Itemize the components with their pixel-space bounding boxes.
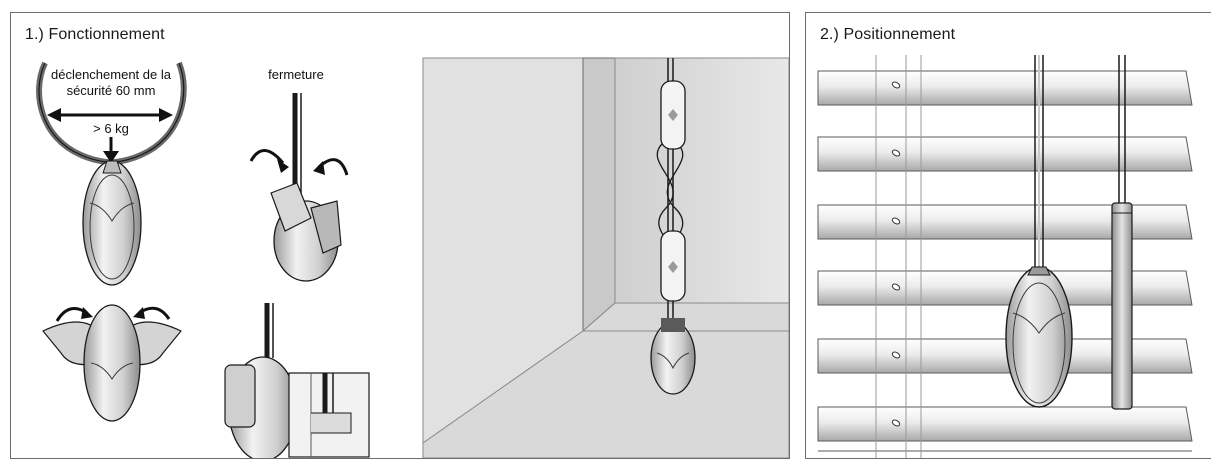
slat xyxy=(818,339,1192,373)
release-label-line1: déclenchement de la xyxy=(51,67,172,82)
tassel-installed-icon xyxy=(651,322,695,394)
tassel-weight-icon xyxy=(83,161,141,285)
release-loop-figure: déclenchement de la sécurité 60 mm > 6 k… xyxy=(39,63,184,285)
closing-label: fermeture xyxy=(268,67,324,82)
opened-wings-figure xyxy=(43,305,181,421)
functioning-illustrations: déclenchement de la sécurité 60 mm > 6 k… xyxy=(11,13,789,458)
slat xyxy=(818,205,1192,239)
blind-slats xyxy=(818,71,1192,451)
slat xyxy=(818,137,1192,171)
arrow-right-icon xyxy=(159,108,173,122)
slat xyxy=(818,71,1192,105)
weight-label: > 6 kg xyxy=(93,121,129,136)
panel-functioning: 1.) Fonctionnement déclenchement de la s… xyxy=(10,12,790,459)
slat xyxy=(818,407,1192,441)
slat xyxy=(818,271,1192,305)
arrow-left-icon xyxy=(47,108,61,122)
closed-detail-figure xyxy=(225,303,369,458)
release-label-line2: sécurité 60 mm xyxy=(67,83,156,98)
positioning-illustration xyxy=(806,13,1211,458)
panel-positioning: 2.) Positionnement xyxy=(805,12,1211,459)
closing-figure: fermeture xyxy=(251,67,347,281)
tassel-weight-icon xyxy=(1006,267,1072,407)
tilt-wand xyxy=(1112,55,1132,409)
window-frame-figure xyxy=(423,58,789,458)
ladder-tapes xyxy=(876,55,921,458)
wand-rod xyxy=(1112,203,1132,409)
